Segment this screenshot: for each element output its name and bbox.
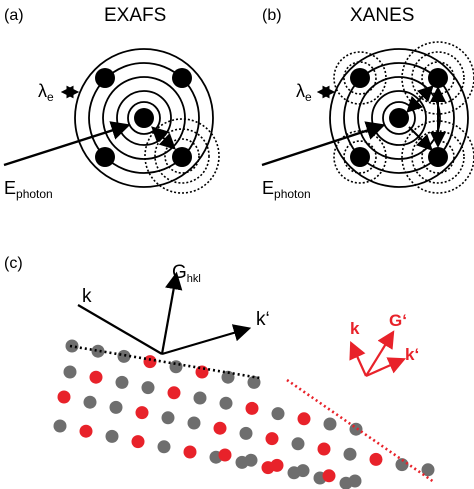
- scattering-path-arrow: [151, 126, 176, 150]
- red-atom: [270, 458, 284, 472]
- photon-label: Ephoton: [262, 178, 311, 201]
- red-atom: [79, 424, 93, 438]
- panel-a: (a) EXAFS λe Ephoton: [3, 5, 220, 201]
- grey-atom: [323, 417, 337, 431]
- panel-c-tag: (c): [4, 255, 23, 272]
- wavelength-label: λe: [296, 81, 312, 104]
- k-prime-vector: [161, 324, 252, 356]
- photon-label: Ephoton: [4, 178, 53, 201]
- red-atom: [183, 445, 197, 459]
- panel-b-title: XANES: [350, 5, 414, 26]
- red-atom: [89, 370, 103, 384]
- grey-atom: [157, 440, 171, 454]
- panel-a-title: EXAFS: [104, 5, 166, 26]
- neighbor-atom: [350, 147, 370, 167]
- wavelength-label: λe: [38, 81, 54, 104]
- grey-atom: [193, 391, 207, 405]
- grey-atom: [109, 400, 123, 414]
- k-vector-red: [349, 340, 368, 377]
- grey-atom: [291, 437, 305, 451]
- k-vector: [77, 304, 163, 355]
- g-hkl-label: Ghkl: [172, 262, 201, 285]
- red-atom: [195, 365, 209, 379]
- g-hkl-vector: [160, 271, 183, 355]
- grey-atom: [244, 453, 258, 467]
- red-atom: [213, 421, 227, 435]
- red-atom: [265, 432, 279, 446]
- neighbor-atom: [428, 147, 448, 167]
- grey-atom: [115, 375, 129, 389]
- neighbor-atom: [172, 68, 192, 88]
- grey-atom: [83, 395, 97, 409]
- multiple-scattering-arrows: [406, 85, 446, 151]
- panel-c: (c) k k‘ Ghkl k G‘ k‘: [4, 255, 435, 489]
- neighbor-atom: [428, 68, 448, 88]
- grey-atom: [343, 447, 357, 461]
- grey-atom: [187, 416, 201, 430]
- absorber-atom: [389, 108, 409, 128]
- red-atom: [57, 390, 71, 404]
- photon-arrow: [3, 121, 131, 167]
- neighbor-atom: [350, 68, 370, 88]
- diffraction-vectors: [77, 271, 252, 356]
- grey-atom: [63, 365, 77, 379]
- panel-a-tag: (a): [4, 7, 24, 24]
- scattering-spheres-a: [144, 118, 220, 194]
- neighbor-atom: [95, 68, 115, 88]
- outgoing-waves-a: [74, 48, 214, 188]
- grey-atom: [105, 429, 119, 443]
- diffraction-vectors-red: [349, 330, 407, 378]
- photon-arrow: [261, 121, 386, 167]
- red-atom: [131, 435, 145, 449]
- red-atom: [218, 448, 232, 462]
- panel-b-tag: (b): [262, 7, 282, 24]
- red-atom: [135, 406, 149, 420]
- absorber-atom: [134, 108, 154, 128]
- grey-atom: [161, 411, 175, 425]
- grey-atom: [247, 375, 261, 389]
- grey-atom: [395, 458, 409, 472]
- neighbor-atom: [172, 147, 192, 167]
- grey-atom: [169, 360, 183, 374]
- k-label: k: [82, 286, 92, 307]
- grey-atom: [91, 344, 105, 358]
- grey-atom: [271, 407, 285, 421]
- crystal-lattice: [53, 339, 435, 489]
- red-atom: [317, 442, 331, 456]
- panel-b: (b) XANES λe Epho: [261, 5, 474, 201]
- g-prime-vector: [365, 330, 395, 377]
- grey-atom: [141, 381, 155, 395]
- grey-atom: [219, 396, 233, 410]
- grey-atom: [348, 474, 362, 488]
- neighbor-atom: [95, 147, 115, 167]
- red-atom: [167, 386, 181, 400]
- grey-atom: [239, 426, 253, 440]
- red-atom: [369, 452, 383, 466]
- red-atom: [245, 401, 259, 415]
- grey-atom: [221, 370, 235, 384]
- red-atom: [322, 469, 336, 483]
- red-atom: [297, 412, 311, 426]
- k-prime-vector-red: [365, 357, 407, 378]
- k-label-red: k: [350, 319, 360, 338]
- g-prime-label: G‘: [389, 311, 407, 330]
- atoms-b: [350, 68, 448, 167]
- grey-atom: [421, 463, 435, 477]
- grey-atom: [296, 464, 310, 478]
- k-prime-label: k‘: [256, 309, 270, 330]
- red-atom: [143, 355, 157, 369]
- grey-atom: [53, 419, 67, 433]
- grey-atom: [349, 422, 363, 436]
- k-prime-label-red: k‘: [405, 345, 419, 364]
- lattice-plane-black: [69, 344, 261, 380]
- grey-atom: [117, 349, 131, 363]
- atoms-a: [95, 68, 192, 167]
